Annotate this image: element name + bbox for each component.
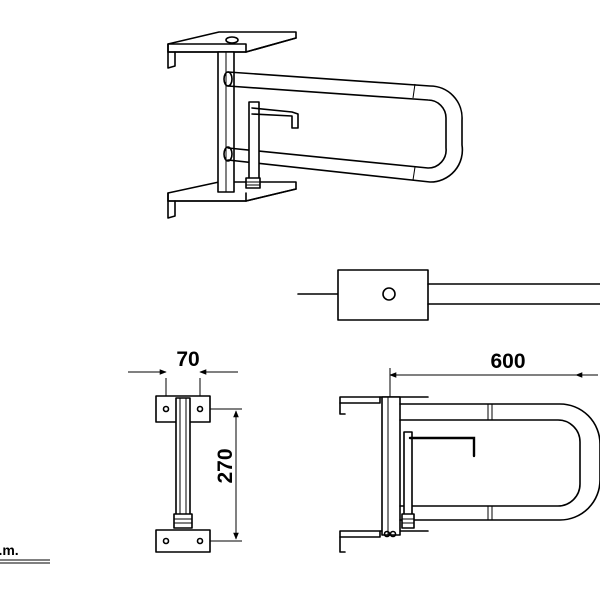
vertical-tube [217,51,235,193]
length-dimension: 600 [389,350,598,397]
side-tube [381,396,401,536]
length-value: 600 [490,350,525,373]
side-locking-pin [383,431,476,538]
width-dimension: 70 [128,348,238,396]
front-tube [175,397,191,525]
top-view [297,269,600,321]
unit-text: m.m. [0,542,19,558]
width-value: 70 [176,348,199,371]
side-grab-bar [399,403,600,521]
unit-label: m.m. [0,542,50,564]
locking-pin [245,101,299,189]
grab-bar [223,71,464,183]
height-value: 270 [214,448,237,483]
height-dimension: 270 [210,408,242,542]
isometric-view [167,31,464,219]
mounting-hole [382,287,396,301]
upper-bracket [167,31,297,69]
front-view: 70 270 m.m. [0,348,242,564]
side-view: 600 [339,350,600,553]
